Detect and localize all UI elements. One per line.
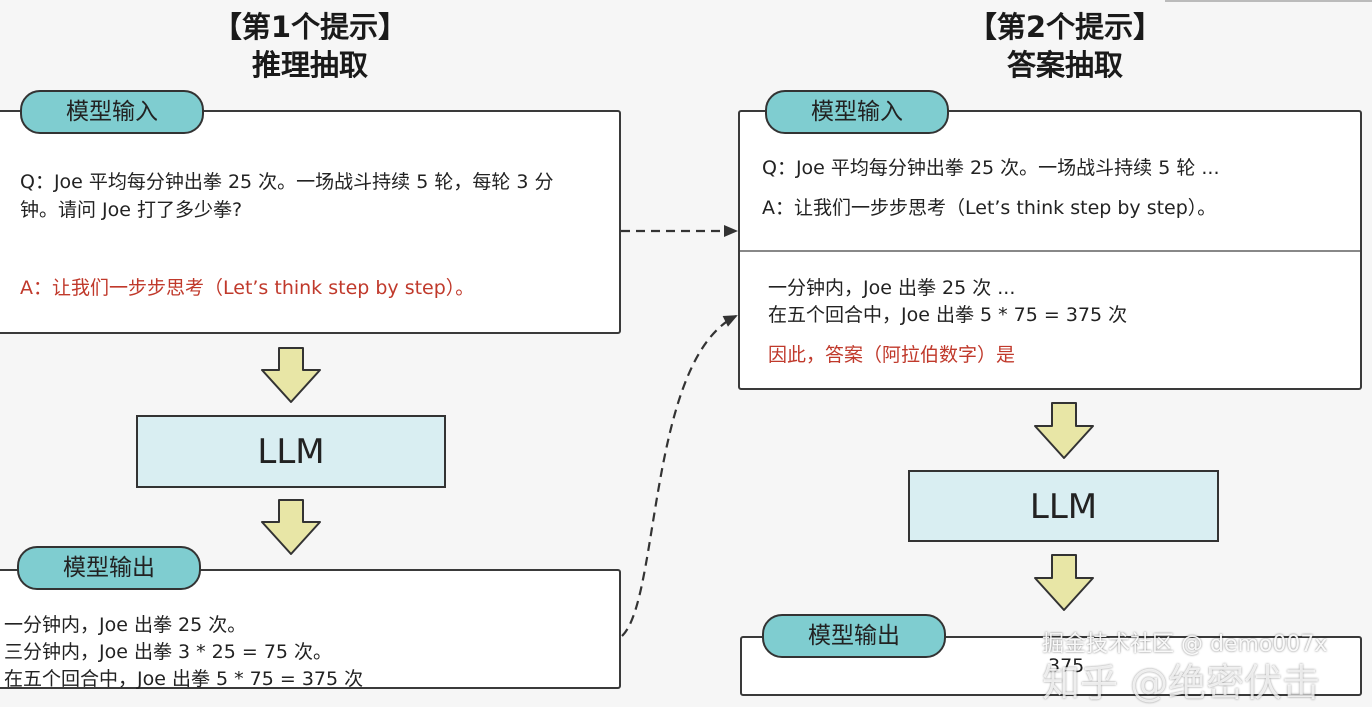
left-heading-line1: 【第1个提示】 [212, 10, 408, 44]
down-arrow-right-1 [1034, 402, 1094, 459]
left-heading: 【第1个提示】 推理抽取 [170, 8, 450, 84]
right-output-label: 模型输出 [762, 614, 946, 658]
right-llm-box: LLM [908, 470, 1219, 542]
right-heading-line2: 答案抽取 [1006, 48, 1123, 82]
left-heading-line2: 推理抽取 [251, 48, 368, 82]
left-output-line1: 一分钟内，Joe 出拳 25 次。 [4, 614, 247, 636]
right-answer-prompt: A：让我们一步步思考（Let’s think step by step）。 [762, 197, 1217, 219]
watermark-juejin: 掘金技术社区 @ demo007x [1042, 632, 1328, 657]
right-input-divider [740, 250, 1360, 252]
right-input-label: 模型输入 [765, 90, 949, 134]
left-output-line2: 三分钟内，Joe 出拳 3 * 25 = 75 次。 [4, 641, 333, 663]
right-reasoning-line2: 在五个回合中，Joe 出拳 5 * 75 = 375 次 [768, 304, 1128, 326]
right-answer-trigger: 因此，答案（阿拉伯数字）是 [768, 344, 1016, 366]
top-edge-line [1165, 0, 1372, 2]
right-output-value: 375 [1048, 655, 1085, 677]
right-heading: 【第2个提示】 答案抽取 [925, 8, 1205, 84]
right-input-box: Q：Joe 平均每分钟出拳 25 次。一场战斗持续 5 轮 ... A：让我们一… [738, 110, 1362, 390]
right-question-line: Q：Joe 平均每分钟出拳 25 次。一场战斗持续 5 轮 ... [762, 157, 1220, 179]
down-arrow-left-2 [261, 499, 321, 555]
watermark-zhihu: 知乎 @绝密伏击 [1042, 661, 1321, 705]
dashed-arrow-output-to-right [621, 315, 738, 637]
down-arrow-right-2 [1034, 554, 1094, 611]
left-output-label: 模型输出 [17, 546, 201, 590]
left-question-line1: Q：Joe 平均每分钟出拳 25 次。一场战斗持续 5 轮，每轮 3 分 [20, 171, 554, 193]
left-question-line2: 钟。请问 Joe 打了多少拳? [20, 199, 243, 221]
down-arrow-left-1 [261, 347, 321, 403]
left-answer-prompt: A：让我们一步步思考（Let’s think step by step）。 [20, 277, 475, 299]
left-llm-box: LLM [136, 415, 446, 488]
connector-arrows [261, 225, 1094, 637]
right-reasoning-line1: 一分钟内，Joe 出拳 25 次 ... [768, 277, 1016, 299]
left-input-label: 模型输入 [20, 90, 204, 134]
right-heading-line1: 【第2个提示】 [967, 10, 1163, 44]
left-input-box: Q：Joe 平均每分钟出拳 25 次。一场战斗持续 5 轮，每轮 3 分 钟。请… [0, 110, 621, 334]
